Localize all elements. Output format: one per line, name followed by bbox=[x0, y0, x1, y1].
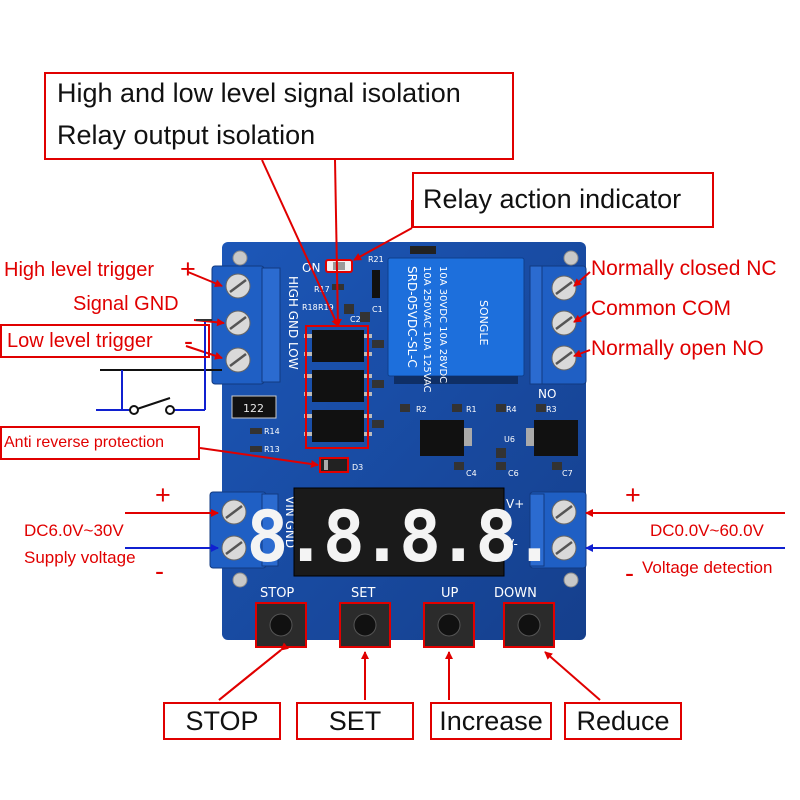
svg-text:122: 122 bbox=[243, 402, 264, 415]
supply-voltage-label: Supply voltage bbox=[24, 548, 136, 567]
svg-text:SRD-05VDC-SL-C: SRD-05VDC-SL-C bbox=[405, 266, 419, 368]
low-trigger-sign: - bbox=[184, 326, 193, 356]
common-label: Common COM bbox=[591, 297, 732, 320]
high-trigger-label: High level trigger bbox=[4, 259, 155, 281]
switch-wiring bbox=[96, 319, 222, 415]
supply-plus-sign: + bbox=[155, 480, 171, 510]
svg-text:R2: R2 bbox=[416, 405, 427, 414]
relay: SRD-05VDC-SL-C 10A 250VAC 10A 125VAC 10A… bbox=[387, 257, 525, 393]
signal-gnd-label: Signal GND bbox=[73, 293, 179, 315]
increase-button-callout: Increase bbox=[430, 702, 552, 740]
svg-text:C4: C4 bbox=[466, 469, 477, 478]
svg-text:SET: SET bbox=[351, 586, 375, 601]
detect-plus-sign: + bbox=[625, 480, 641, 510]
svg-text:R3: R3 bbox=[546, 405, 557, 414]
svg-text:R4: R4 bbox=[506, 405, 517, 414]
svg-text:R18: R18 bbox=[302, 303, 318, 312]
mounting-hole bbox=[563, 572, 579, 588]
svg-text:NO: NO bbox=[538, 387, 556, 401]
svg-text:R1: R1 bbox=[466, 405, 477, 414]
svg-text:C7: C7 bbox=[562, 469, 573, 478]
relay-indicator-label: Relay action indicator bbox=[423, 184, 682, 214]
svg-text:10A 30VDC 10A 28VDC: 10A 30VDC 10A 28VDC bbox=[437, 266, 448, 383]
svg-text:SONGLE: SONGLE bbox=[477, 300, 490, 346]
svg-text:V-: V- bbox=[506, 537, 518, 551]
relay-terminal-block bbox=[529, 265, 587, 385]
detect-range-label: DC0.0V~60.0V bbox=[650, 521, 764, 540]
detect-terminal-block bbox=[529, 491, 587, 569]
svg-text:DOWN: DOWN bbox=[494, 586, 537, 601]
supply-minus-sign: - bbox=[155, 556, 164, 586]
anti-reverse-label: Anti reverse protection bbox=[4, 434, 165, 451]
voltage-detection-label: Voltage detection bbox=[642, 558, 773, 577]
detect-minus-sign: - bbox=[625, 558, 634, 588]
low-trigger-label: Low level trigger bbox=[7, 330, 153, 352]
normally-closed-label: Normally closed NC bbox=[591, 257, 777, 280]
svg-text:8.8.8.8.: 8.8.8.8. bbox=[246, 496, 551, 578]
input-terminal-label: HIGH GND LOW bbox=[286, 276, 300, 370]
isolation-label-1: High and low level signal isolation bbox=[57, 78, 461, 108]
svg-text:D3: D3 bbox=[352, 463, 363, 472]
normally-open-label: Normally open NO bbox=[591, 337, 764, 360]
set-button-callout: SET bbox=[296, 702, 414, 740]
svg-text:R13: R13 bbox=[264, 445, 280, 454]
anti-reverse-box bbox=[0, 426, 200, 460]
svg-text:10A 250VAC 10A 125VAC: 10A 250VAC 10A 125VAC bbox=[421, 266, 432, 393]
isolation-label-2: Relay output isolation bbox=[57, 120, 316, 150]
svg-text:V+: V+ bbox=[506, 497, 524, 511]
optocouplers bbox=[304, 330, 384, 442]
high-trigger-sign: + bbox=[180, 254, 196, 284]
stop-button-callout: STOP bbox=[163, 702, 281, 740]
svg-text:R14: R14 bbox=[264, 427, 280, 436]
isolation-callout-box bbox=[44, 72, 514, 160]
reduce-button-callout: Reduce bbox=[564, 702, 682, 740]
svg-text:R19: R19 bbox=[318, 303, 334, 312]
relay-indicator-box bbox=[412, 172, 714, 228]
power-terminal-block bbox=[209, 491, 279, 569]
input-terminal-block bbox=[211, 265, 281, 385]
mounting-hole bbox=[232, 250, 248, 266]
svg-text:R21: R21 bbox=[368, 255, 384, 264]
seven-segment-display: 8.8.8.8. bbox=[246, 487, 556, 578]
low-trigger-box bbox=[0, 324, 210, 358]
svg-text:U6: U6 bbox=[504, 435, 515, 444]
mounting-hole bbox=[563, 250, 579, 266]
svg-text:C1: C1 bbox=[372, 305, 383, 314]
supply-range-label: DC6.0V~30V bbox=[24, 521, 124, 540]
svg-text:UP: UP bbox=[441, 586, 459, 601]
svg-text:C6: C6 bbox=[508, 469, 519, 478]
tact-switches bbox=[255, 602, 555, 648]
mounting-hole bbox=[232, 572, 248, 588]
svg-text:STOP: STOP bbox=[260, 586, 294, 601]
svg-text:C2: C2 bbox=[350, 315, 361, 324]
